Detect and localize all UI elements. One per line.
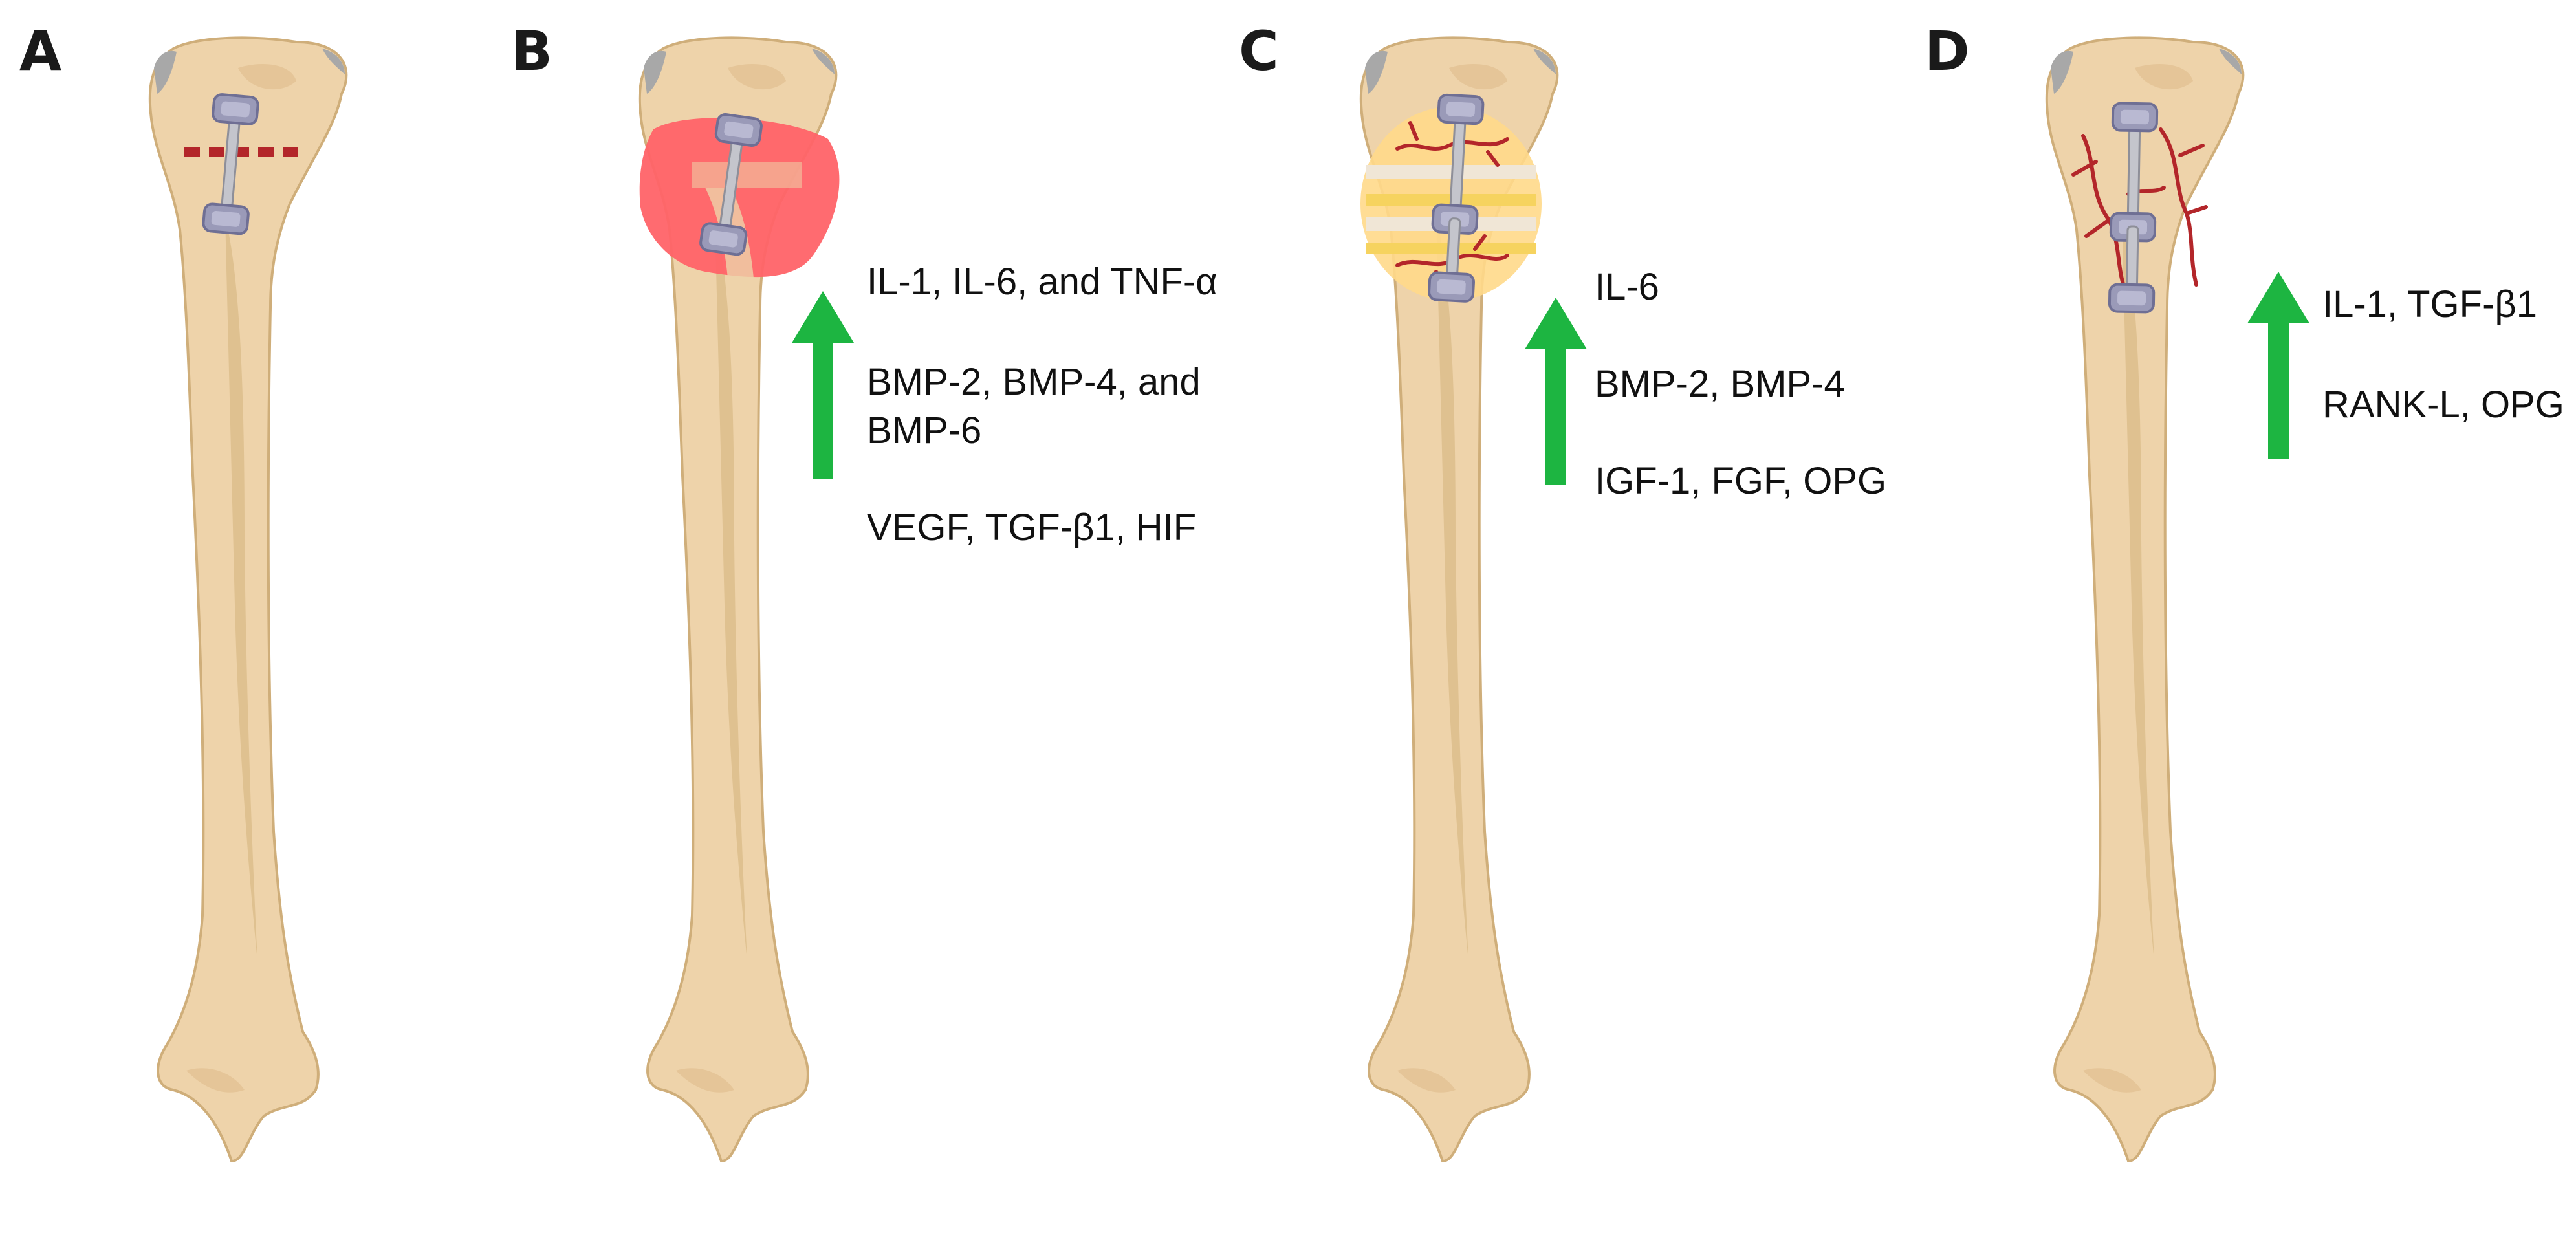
factor-line-b3: BMP-6 [867, 409, 981, 452]
panel-letter-b: B [511, 19, 552, 83]
panel-a: A [19, 19, 348, 1163]
factor-line-c2: BMP-2, BMP-4 [1595, 363, 1845, 405]
upregulation-arrow-b [792, 291, 854, 479]
tibia-bone-a [148, 36, 348, 1163]
panel-letter-a: A [19, 19, 61, 83]
hematoma [639, 118, 840, 278]
factor-line-b1: IL-1, IL-6, and TNF-α [867, 261, 1217, 303]
fixation-plate-d [2108, 102, 2159, 314]
panel-letter-d: D [1925, 19, 1970, 83]
panel-letter-c: C [1239, 19, 1279, 83]
factor-line-b4: VEGF, TGF-β1, HIF [867, 507, 1196, 549]
fixation-plate-c [1428, 94, 1483, 303]
panel-b: B IL-1, IL-6, and TNF-α BMP-2, BMP-4, an… [511, 19, 1217, 1163]
blood-vessels-c [1395, 121, 1509, 290]
upregulation-arrow-d [2247, 272, 2309, 459]
callus-bands [1366, 165, 1536, 254]
factor-line-d2: RANK-L, OPG [2322, 384, 2564, 426]
tibia-bone-d [2045, 36, 2245, 1163]
factor-line-d1: IL-1, TGF-β1 [2322, 283, 2537, 325]
panel-d: D IL-1, TGF-β1 RANK-L, OPG [1925, 19, 2564, 1163]
upregulation-arrow-c [1525, 298, 1587, 485]
factor-line-c3: IGF-1, FGF, OPG [1595, 460, 1886, 502]
panel-c: C IL-6 BMP-2, BMP-4 [1239, 19, 1886, 1163]
factor-line-c1: IL-6 [1595, 266, 1659, 308]
factor-line-b2: BMP-2, BMP-4, and [867, 361, 1201, 403]
